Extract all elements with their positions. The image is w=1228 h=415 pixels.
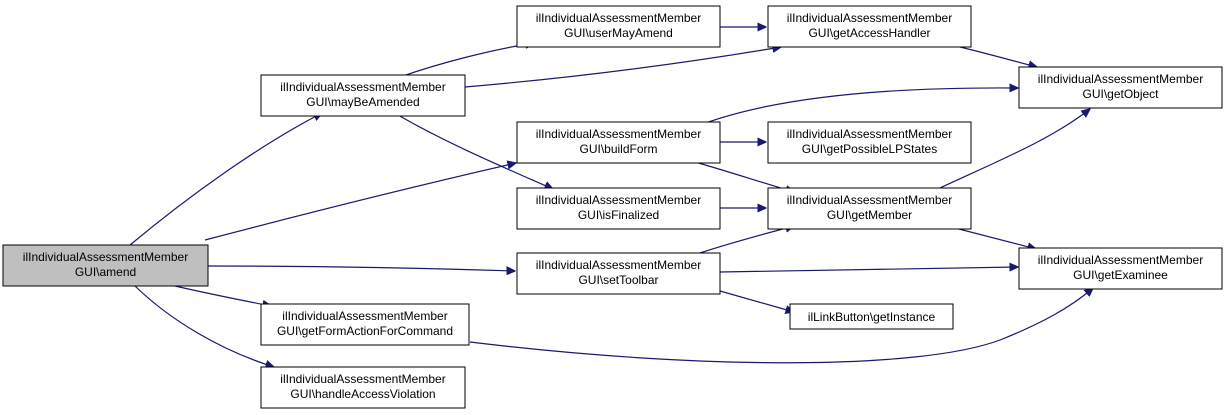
node-getmember-line1: ilIndividualAssessmentMember <box>787 193 952 207</box>
node-getmember-line2: GUI\getMember <box>827 208 912 222</box>
node-getformactionforcommand-line2: GUI\getFormActionForCommand <box>277 324 453 338</box>
node-buildform-line1: ilIndividualAssessmentMember <box>536 127 701 141</box>
node-isfinalized-line2: GUI\isFinalized <box>578 208 659 222</box>
node-usermayamend[interactable]: ilIndividualAssessmentMember GUI\userMay… <box>516 5 721 48</box>
node-getaccesshandler-line1: ilIndividualAssessmentMember <box>787 11 952 25</box>
node-maybeamended[interactable]: ilIndividualAssessmentMember GUI\mayBeAm… <box>260 74 466 117</box>
node-isfinalized[interactable]: ilIndividualAssessmentMember GUI\isFinal… <box>516 187 721 230</box>
node-getinstance-line1: ilLinkButton\getInstance <box>808 310 936 324</box>
node-getpossiblelpstates-line2: GUI\getPossibleLPStates <box>802 142 937 156</box>
edge-maybeamended-usermayamend <box>399 43 534 78</box>
node-getexaminee-line1: ilIndividualAssessmentMember <box>1038 253 1203 267</box>
node-amend-line1: ilIndividualAssessmentMember <box>23 250 188 264</box>
edge-maybeamended-isfinalized <box>397 114 553 189</box>
node-getaccesshandler-line2: GUI\getAccessHandler <box>808 26 930 40</box>
node-getobject-line1: ilIndividualAssessmentMember <box>1038 72 1203 86</box>
node-getexaminee[interactable]: ilIndividualAssessmentMember GUI\getExam… <box>1018 247 1223 290</box>
node-buildform-line2: GUI\buildForm <box>579 142 657 156</box>
node-getexaminee-line2: GUI\getExaminee <box>1073 268 1168 282</box>
node-getformactionforcommand[interactable]: ilIndividualAssessmentMember GUI\getForm… <box>260 303 470 346</box>
edge-maybeamended-getaccesshandler <box>464 47 781 88</box>
node-getobject[interactable]: ilIndividualAssessmentMember GUI\getObje… <box>1018 66 1223 109</box>
edge-getmember-getobject <box>939 109 1090 189</box>
edge-getaccesshandler-getobject <box>959 46 1037 67</box>
node-maybeamended-line2: GUI\mayBeAmended <box>306 95 419 109</box>
node-getpossiblelpstates[interactable]: ilIndividualAssessmentMember GUI\getPoss… <box>767 121 972 164</box>
node-handleaccessviolation[interactable]: ilIndividualAssessmentMember GUI\handleA… <box>260 366 466 409</box>
edge-settoolbar-getexaminee <box>719 267 1018 273</box>
node-settoolbar-line1: ilIndividualAssessmentMember <box>536 258 701 272</box>
edge-getmember-getexaminee <box>954 227 1036 249</box>
node-getmember[interactable]: ilIndividualAssessmentMember GUI\getMemb… <box>767 187 972 230</box>
edge-settoolbar-getinstance <box>719 290 794 312</box>
node-usermayamend-line1: ilIndividualAssessmentMember <box>536 11 701 25</box>
node-isfinalized-line1: ilIndividualAssessmentMember <box>536 193 701 207</box>
node-handleaccessviolation-line2: GUI\handleAccessViolation <box>290 387 435 401</box>
node-buildform[interactable]: ilIndividualAssessmentMember GUI\buildFo… <box>516 121 721 164</box>
node-getinstance[interactable]: ilLinkButton\getInstance <box>789 303 954 330</box>
node-getaccesshandler[interactable]: ilIndividualAssessmentMember GUI\getAcce… <box>767 5 972 48</box>
node-handleaccessviolation-line1: ilIndividualAssessmentMember <box>280 372 445 386</box>
node-settoolbar-line2: GUI\setToolbar <box>578 273 658 287</box>
edge-amend-maybeamended <box>129 113 322 246</box>
node-amend-line2: GUI\amend <box>75 265 136 279</box>
node-settoolbar[interactable]: ilIndividualAssessmentMember GUI\setTool… <box>516 252 721 295</box>
edge-getformactionforcommand-getexaminee <box>469 288 1093 364</box>
edge-amend-getformactionforcommand <box>174 285 271 306</box>
edge-amend-buildform <box>204 163 516 241</box>
node-getformactionforcommand-line1: ilIndividualAssessmentMember <box>282 309 447 323</box>
edge-amend-handleaccessviolation <box>134 285 274 367</box>
edges <box>129 27 1093 367</box>
node-usermayamend-line2: GUI\userMayAmend <box>564 26 673 40</box>
node-getpossiblelpstates-line1: ilIndividualAssessmentMember <box>787 127 952 141</box>
edge-amend-settoolbar <box>207 265 515 271</box>
node-getobject-line2: GUI\getObject <box>1082 87 1159 101</box>
node-maybeamended-line1: ilIndividualAssessmentMember <box>280 80 445 94</box>
edge-buildform-getobject <box>699 88 1018 126</box>
edge-settoolbar-getmember <box>699 226 794 254</box>
node-amend[interactable]: ilIndividualAssessmentMember GUI\amend <box>2 244 209 287</box>
